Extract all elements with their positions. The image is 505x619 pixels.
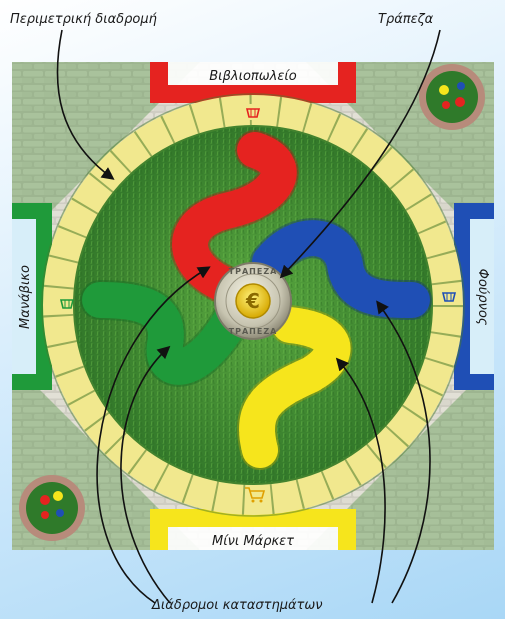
coin-text-top: ΤΡΑΠΕΖΑ — [229, 267, 278, 276]
shop-label-top: Βιβλιοπωλείο — [209, 69, 296, 84]
flower-pot-bottom-left — [19, 475, 85, 541]
euro-symbol: € — [245, 289, 260, 313]
shop-label-left: Μανάβικο — [18, 265, 33, 329]
flower-pot-top-right — [419, 64, 485, 130]
coin-text-bottom: ΤΡΑΠΕΖΑ — [229, 327, 278, 336]
basket-icon-top — [244, 104, 262, 120]
shop-label-bottom: Μίνι Μάρκετ — [212, 534, 294, 549]
shop-label-right: Φούρνος — [475, 269, 490, 326]
bank-coin[interactable]: € ΤΡΑΠΕΖΑ ΤΡΑΠΕΖΑ — [215, 263, 291, 339]
